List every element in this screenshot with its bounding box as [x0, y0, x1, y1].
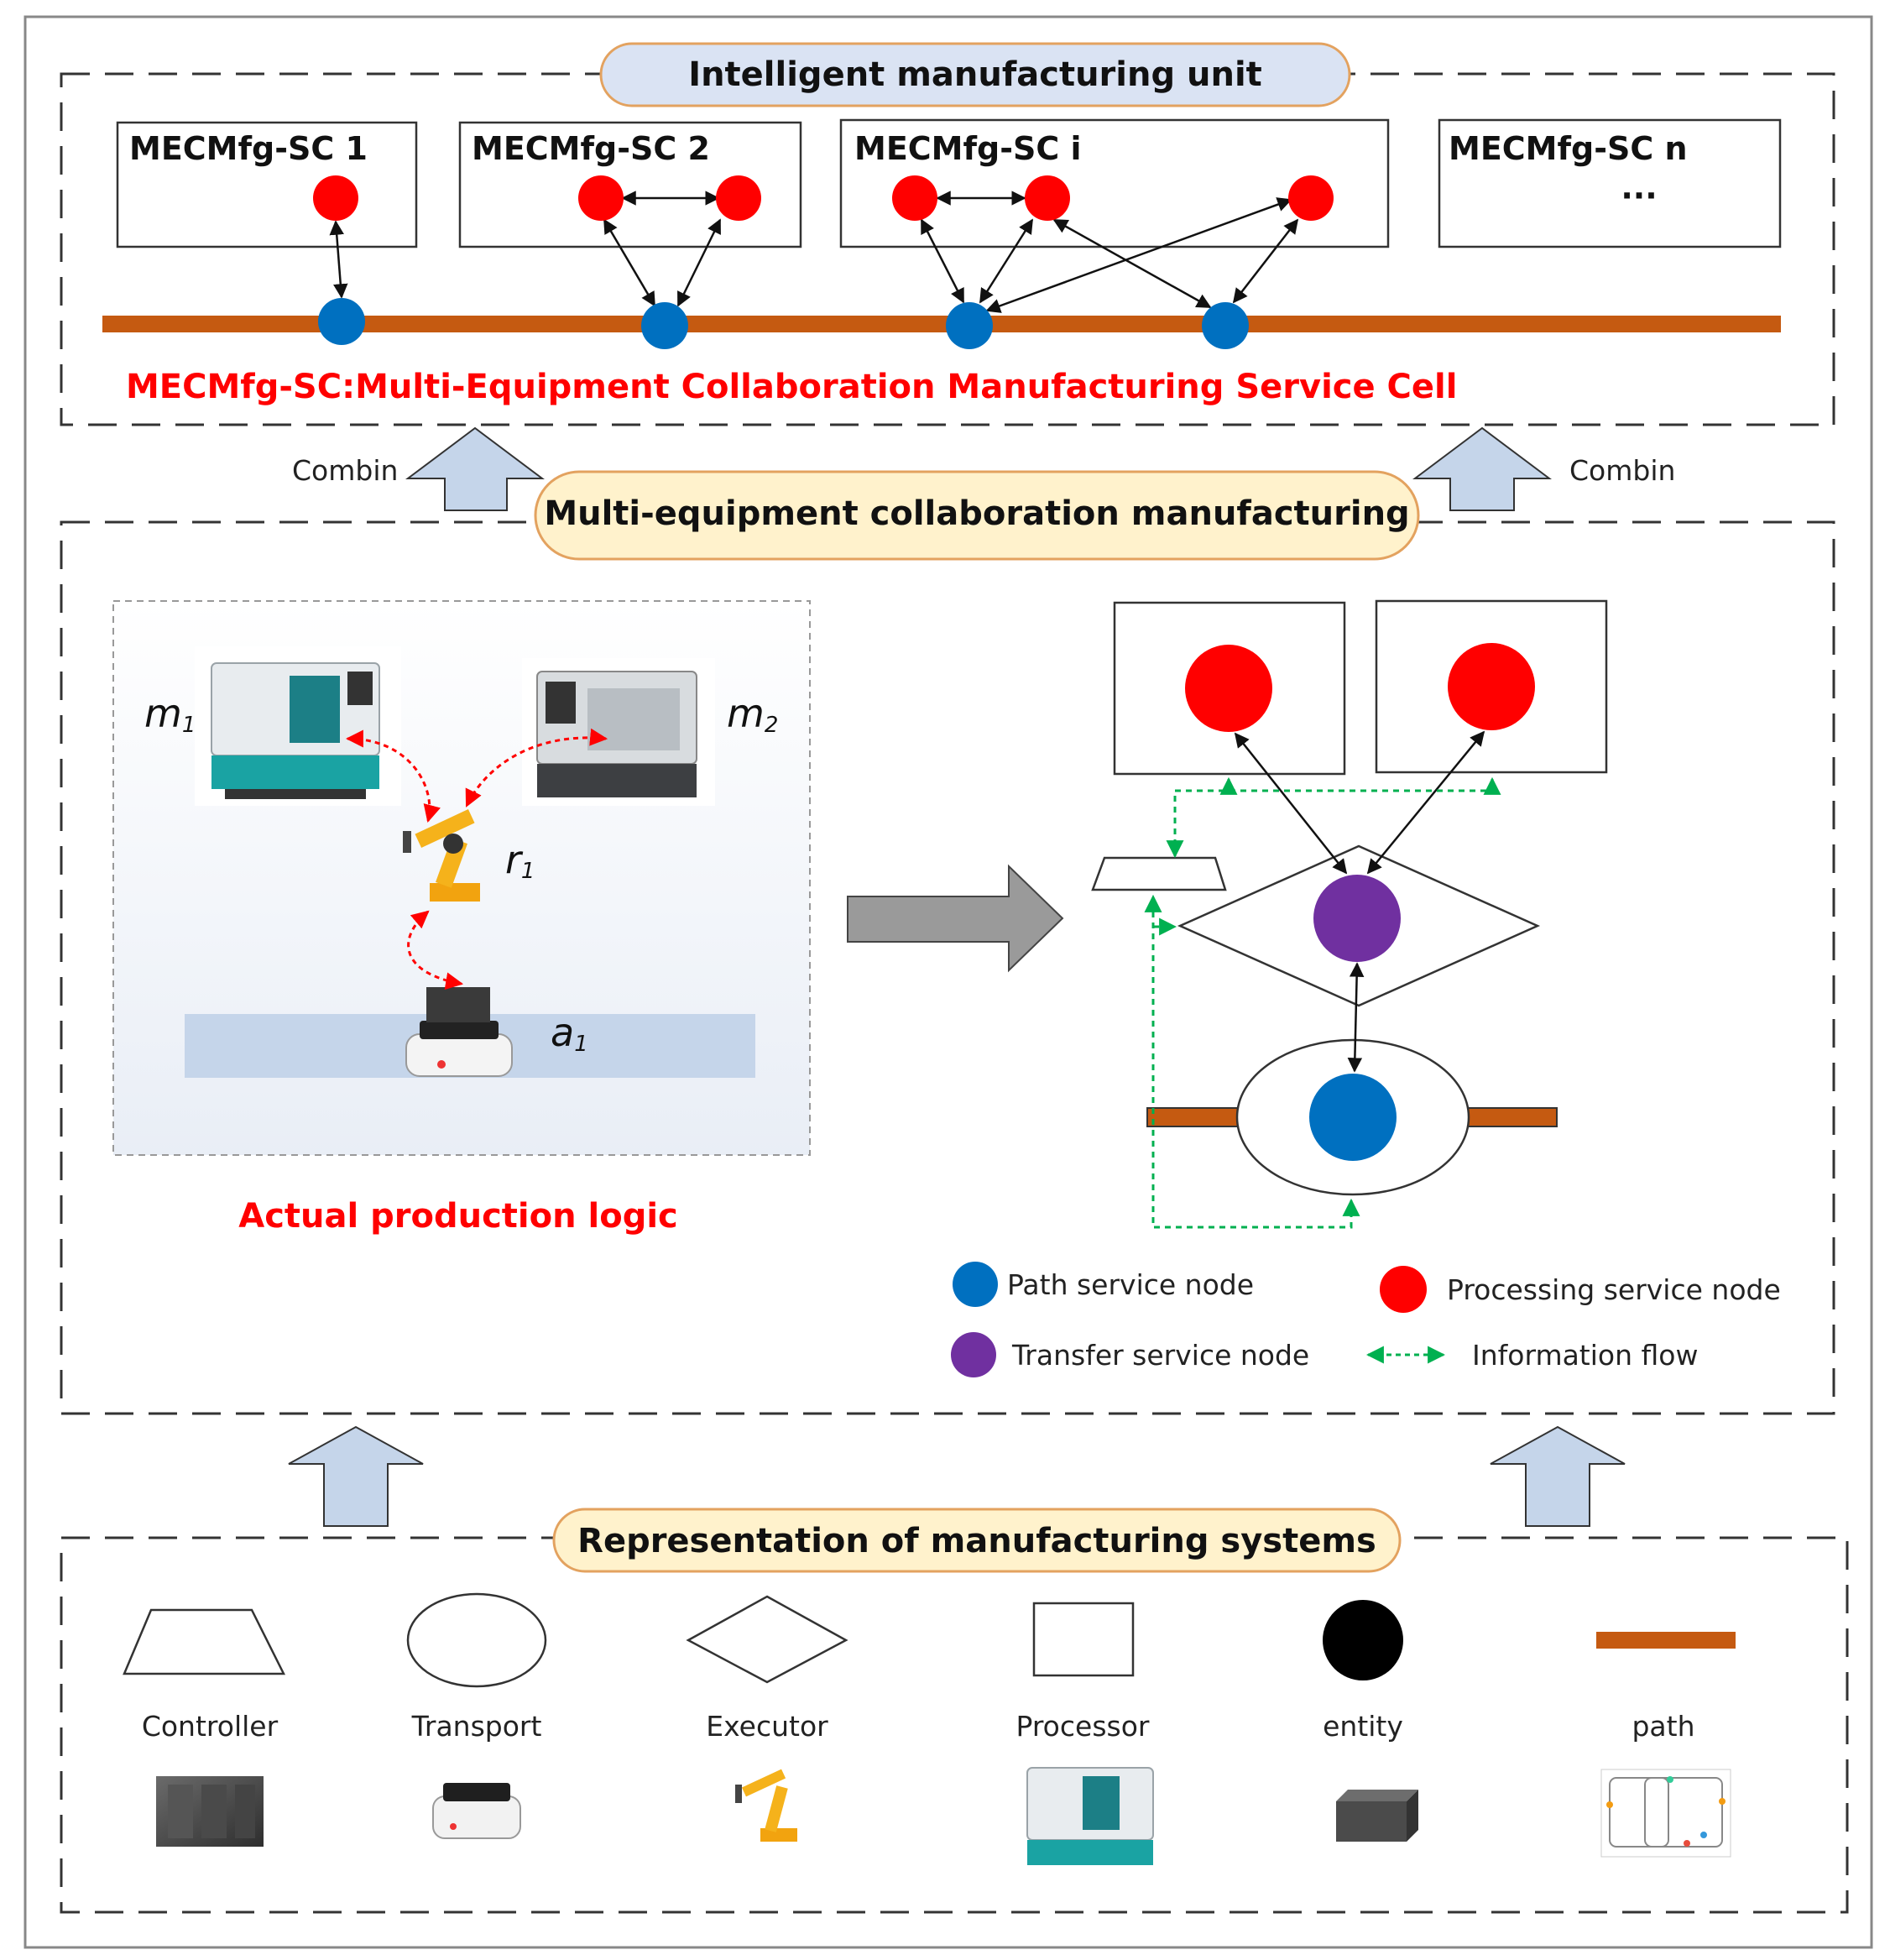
entity-label: entity	[1323, 1710, 1403, 1743]
middle-title-pill	[534, 470, 1420, 561]
processing-node	[892, 175, 937, 221]
service-cell-2-label: MECMfg-SC 2	[472, 130, 710, 167]
combine-arrows: Combin Combin	[292, 426, 1675, 511]
celli-link-e	[1232, 218, 1299, 304]
info-flow-top	[1166, 776, 1501, 859]
processing-node	[1025, 175, 1070, 221]
controller-trapezoid	[1091, 856, 1227, 891]
celli-link-a	[920, 218, 965, 304]
manufacturing-representation-section: Representation of manufacturing systems …	[60, 1508, 1849, 1914]
robot-r1-image	[403, 809, 480, 902]
cell1-link	[329, 220, 348, 299]
legend-processing-node-label: Processing service node	[1447, 1273, 1781, 1306]
machine-m1-image	[195, 646, 401, 806]
machine-m2-image	[522, 658, 715, 806]
path-node	[318, 298, 365, 345]
mecmfg-definition: MECMfg-SC:Multi-Equipment Collaboration …	[126, 368, 1457, 406]
processing-node	[1448, 643, 1535, 730]
legend-transfer-node-swatch	[951, 1332, 996, 1377]
production-logic-caption: Actual production logic	[238, 1197, 678, 1236]
black-circle-icon	[1323, 1600, 1403, 1680]
path-bar	[102, 316, 1781, 332]
cell2-link-b	[676, 218, 722, 307]
path-node	[946, 302, 993, 349]
top-title-pill	[599, 42, 1351, 107]
legend-path-node-label: Path service node	[1007, 1268, 1254, 1301]
combine-arrow-left	[405, 426, 545, 511]
middle-title: Multi-equipment collaboration manufactur…	[544, 494, 1409, 533]
top-title: Intelligent manufacturing unit	[688, 55, 1262, 94]
bottom-title-pill	[552, 1508, 1402, 1573]
controller-cabinet-image	[156, 1776, 264, 1847]
transport-label: Transport	[411, 1710, 542, 1743]
service-cell-n-ellipsis: ···	[1621, 177, 1657, 214]
processor-label: Processor	[1016, 1710, 1150, 1743]
legend: Path service node Processing service nod…	[951, 1262, 1781, 1377]
flow-r1-a1	[407, 910, 464, 990]
processing-node	[1288, 175, 1334, 221]
transform-arrow	[847, 864, 1064, 973]
intelligent-manufacturing-unit-section: Intelligent manufacturing unit MECMfg-SC…	[60, 42, 1835, 426]
service-cell-1-box	[116, 121, 418, 248]
ellipse-icon	[406, 1592, 547, 1688]
service-cell-i-label: MECMfg-SC i	[854, 130, 1082, 167]
transport-agv-image	[432, 1783, 521, 1839]
label-a1: a1	[551, 1010, 588, 1057]
label-m1: m1	[144, 691, 196, 738]
executor-robot-image	[735, 1769, 797, 1842]
path-layout-image	[1600, 1769, 1731, 1858]
up-arrow-right	[1490, 1425, 1626, 1527]
info-flow-left	[1144, 894, 1360, 1229]
combine-arrow-right	[1412, 426, 1552, 511]
service-cell-n-label: MECMfg-SC n	[1449, 130, 1688, 167]
legend-processing-node-swatch	[1380, 1266, 1427, 1313]
bottom-dashed-frame	[60, 1536, 1849, 1914]
agv-a1-image	[405, 987, 513, 1077]
path-bar-icon	[1596, 1632, 1736, 1649]
combine-label-left: Combin	[292, 454, 398, 487]
path-node	[1202, 302, 1249, 349]
cell2-link-a	[603, 218, 656, 307]
up-arrow-left	[288, 1425, 424, 1527]
transfer-node	[1313, 875, 1401, 962]
entity-block-image	[1336, 1790, 1418, 1842]
combine-label-right: Combin	[1569, 454, 1675, 487]
service-cell-1-label: MECMfg-SC 1	[129, 130, 368, 167]
flow-m1-r1	[345, 729, 441, 823]
trapezoid-icon	[123, 1608, 286, 1675]
processor-machine-image	[1019, 1756, 1165, 1879]
service-cell-n-box	[1438, 118, 1782, 248]
processing-node	[716, 175, 761, 221]
label-r1: r1	[505, 837, 535, 884]
processing-node	[578, 175, 624, 221]
path-node	[641, 302, 688, 349]
label-m2: m2	[727, 691, 778, 738]
diamond-icon	[686, 1595, 848, 1684]
celli-link-d	[1052, 218, 1212, 309]
legend-info-flow-label: Information flow	[1472, 1339, 1698, 1372]
outer-frame	[23, 15, 1873, 1949]
bottom-title: Representation of manufacturing systems	[577, 1522, 1376, 1560]
path-label: path	[1632, 1710, 1694, 1743]
multi-equipment-collaboration-section: Multi-equipment collaboration manufactur…	[60, 470, 1835, 1415]
controller-label: Controller	[142, 1710, 279, 1743]
processing-node	[1185, 645, 1272, 732]
rectangle-icon	[1032, 1602, 1135, 1677]
executor-label: Executor	[706, 1710, 828, 1743]
path-node	[1309, 1074, 1397, 1161]
processing-node	[313, 175, 358, 221]
legend-path-node-swatch	[953, 1262, 998, 1307]
legend-transfer-node-label: Transfer service node	[1011, 1339, 1309, 1372]
